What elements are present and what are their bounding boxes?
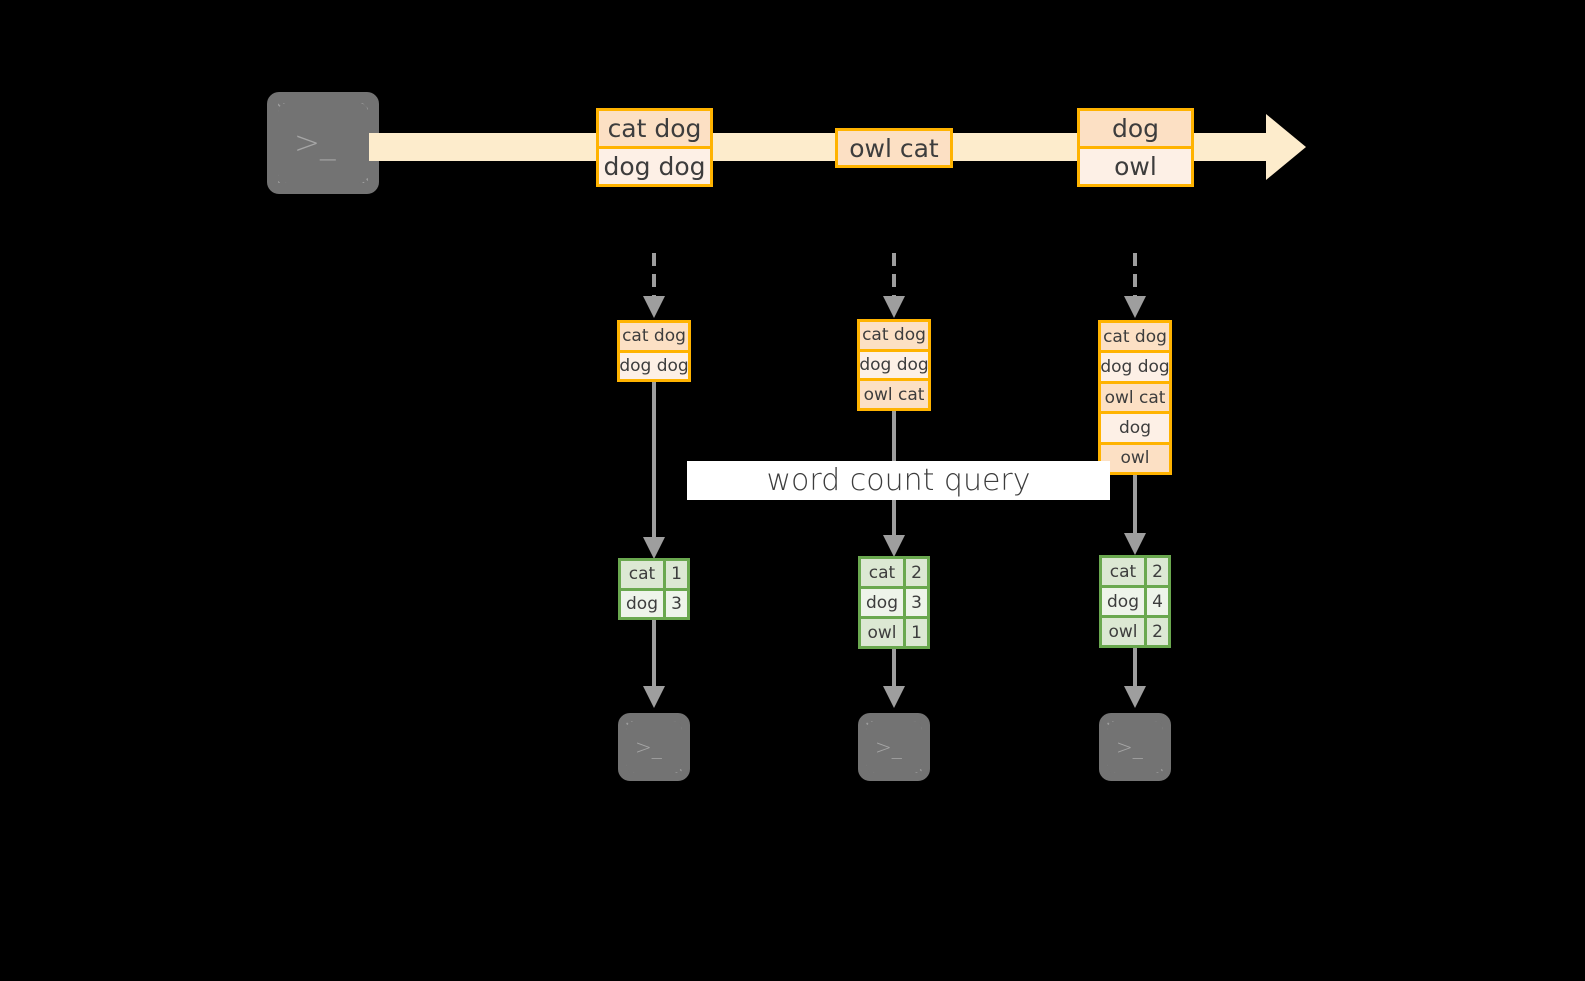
query-label-text: word count query: [766, 463, 1031, 498]
source-terminal-screen: >_: [278, 103, 368, 183]
column-2-state-to-result-arrowhead: [883, 535, 905, 557]
table-row: cat 2: [861, 559, 927, 586]
table-row: cat 2: [1102, 558, 1168, 585]
column-2-inflow-arrowhead: [883, 296, 905, 318]
column-3-inflow-arrowhead: [1124, 296, 1146, 318]
table-cell-word: owl: [861, 619, 903, 646]
column-1-sink-terminal-screen: >_: [626, 721, 682, 773]
column-2-result-to-sink-line: [892, 649, 896, 686]
stream-event-group-2: owl cat: [835, 128, 953, 168]
column-3-state-box: cat dog dog dog owl cat dog owl: [1098, 320, 1172, 475]
stream-event-line: owl: [1080, 146, 1191, 184]
table-cell-count: 4: [1144, 588, 1168, 615]
table-cell-word: dog: [621, 590, 663, 617]
state-line: dog: [1101, 411, 1169, 442]
stream-event-group-3: dog owl: [1077, 108, 1194, 187]
column-2-inflow-dashed-line: [892, 253, 896, 297]
table-row: dog 4: [1102, 585, 1168, 615]
column-1-result-to-sink-arrowhead: [643, 686, 665, 708]
table-cell-word: dog: [1102, 588, 1144, 615]
table-cell-count: 3: [903, 589, 927, 616]
column-3-result-to-sink-arrowhead: [1124, 686, 1146, 708]
column-3-state-to-result-arrowhead: [1124, 533, 1146, 555]
state-line: cat dog: [620, 323, 688, 350]
state-line: owl: [1101, 441, 1169, 473]
table-cell-count: 1: [663, 561, 687, 588]
column-2-sink-terminal-screen: >_: [866, 721, 922, 773]
column-2-sink-terminal-icon: >_: [858, 713, 930, 781]
table-cell-word: owl: [1102, 618, 1144, 645]
column-3-sink-terminal-icon: >_: [1099, 713, 1171, 781]
column-1-result-table: cat 1 dog 3: [618, 558, 690, 620]
table-row: cat 1: [621, 561, 687, 588]
table-row: dog 3: [621, 587, 687, 617]
stream-event-line: dog: [1080, 111, 1191, 146]
state-line: dog dog: [860, 348, 928, 379]
table-row: owl 2: [1102, 615, 1168, 645]
column-3-result-to-sink-line: [1133, 648, 1137, 686]
source-terminal-prompt: >_: [294, 124, 336, 161]
event-stream-arrowhead: [1266, 114, 1306, 180]
stream-event-group-1: cat dog dog dog: [596, 108, 713, 187]
table-cell-count: 2: [1144, 558, 1168, 585]
column-2-result-to-sink-arrowhead: [883, 686, 905, 708]
column-3-inflow-dashed-line: [1133, 253, 1137, 297]
column-1-state-to-result-arrowhead: [643, 537, 665, 559]
column-1-inflow-dashed-line: [652, 253, 656, 297]
column-1-sink-terminal-prompt: >_: [635, 735, 662, 759]
column-1-state-box: cat dog dog dog: [617, 320, 691, 382]
table-cell-count: 3: [663, 590, 687, 617]
column-1-inflow-arrowhead: [643, 296, 665, 318]
table-cell-count: 2: [1144, 618, 1168, 645]
table-row: dog 3: [861, 586, 927, 616]
column-1-sink-terminal-icon: >_: [618, 713, 690, 781]
state-line: owl cat: [1101, 380, 1169, 412]
state-line: dog dog: [1101, 350, 1169, 381]
column-2-result-table: cat 2 dog 3 owl 1: [858, 556, 930, 649]
column-3-sink-terminal-prompt: >_: [1116, 735, 1143, 759]
query-label-band: word count query: [687, 461, 1110, 500]
column-1-state-to-result-line: [652, 382, 656, 538]
column-3-result-table: cat 2 dog 4 owl 2: [1099, 555, 1171, 648]
table-cell-word: cat: [1102, 558, 1144, 585]
stream-event-line: owl cat: [838, 131, 950, 165]
column-2-state-box: cat dog dog dog owl cat: [857, 319, 931, 411]
source-terminal-icon: >_: [267, 92, 379, 194]
table-cell-word: dog: [861, 589, 903, 616]
table-cell-count: 1: [903, 619, 927, 646]
column-3-sink-terminal-screen: >_: [1107, 721, 1163, 773]
state-line: cat dog: [860, 322, 928, 349]
column-2-sink-terminal-prompt: >_: [875, 735, 902, 759]
column-1-result-to-sink-line: [652, 620, 656, 686]
state-line: cat dog: [1101, 323, 1169, 351]
state-line: dog dog: [620, 349, 688, 379]
state-line: owl cat: [860, 378, 928, 409]
table-cell-word: cat: [861, 559, 903, 586]
table-row: owl 1: [861, 616, 927, 646]
stream-event-line: dog dog: [599, 146, 710, 184]
table-cell-word: cat: [621, 561, 663, 588]
table-cell-count: 2: [903, 559, 927, 586]
stream-event-line: cat dog: [599, 111, 710, 146]
column-3-state-to-result-line: [1133, 475, 1137, 534]
